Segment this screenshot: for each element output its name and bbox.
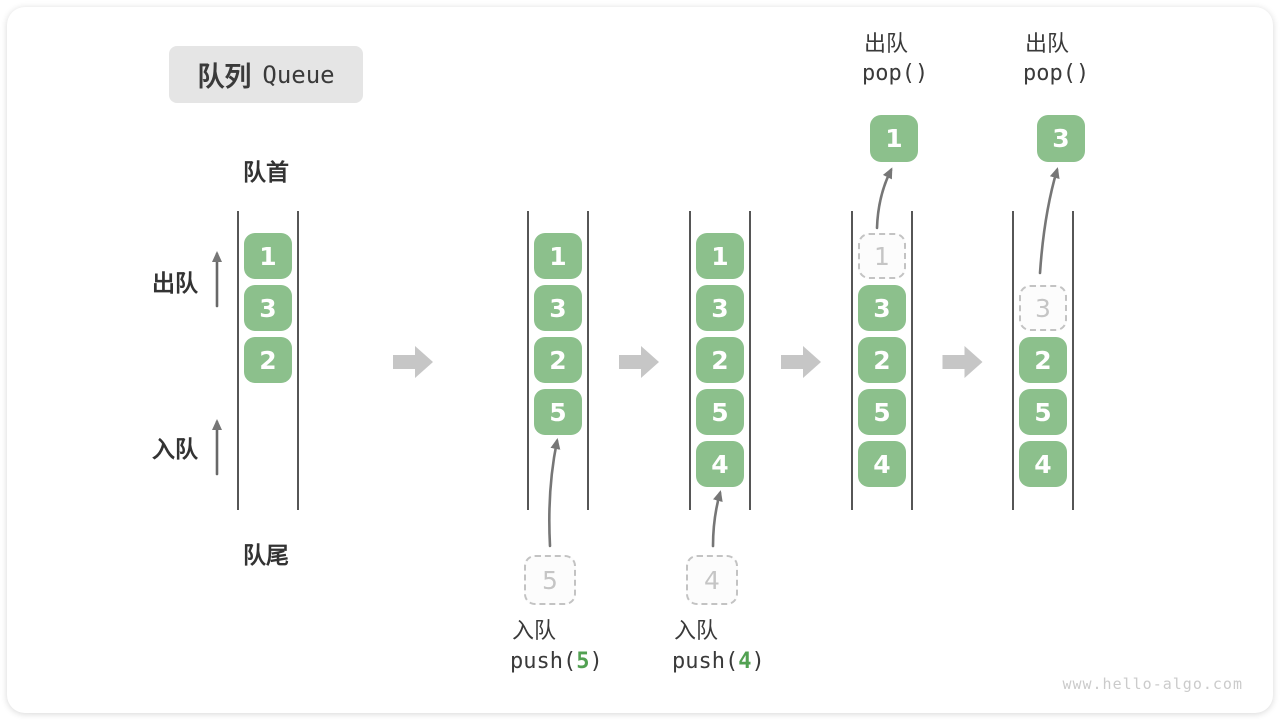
queue-element: 2 <box>696 337 744 383</box>
queue-element: 3 <box>244 285 292 331</box>
queue-element: 2 <box>1019 337 1067 383</box>
code-text: ) <box>751 649 765 674</box>
enqueue-op-label: 入队 <box>674 618 719 643</box>
queue-walls-state-5 <box>1012 211 1074 510</box>
queue-walls-state-1 <box>237 211 299 510</box>
queue-element: 2 <box>534 337 582 383</box>
queue-element: 1 <box>696 233 744 279</box>
queue-element: 4 <box>1019 441 1067 487</box>
queue-element: 2 <box>244 337 292 383</box>
push-code-label: push(5) <box>510 649 603 674</box>
popped-element: 3 <box>1037 115 1085 162</box>
pop-code-label: pop() <box>862 61 929 86</box>
label-queue-rear: 队尾 <box>243 542 289 568</box>
code-text: push( <box>672 649 739 674</box>
figure-card <box>7 7 1273 713</box>
queue-element: 4 <box>696 441 744 487</box>
enqueue-op-label: 入队 <box>512 618 557 643</box>
title-zh: 队列 <box>197 62 252 92</box>
queue-element: 5 <box>1019 389 1067 435</box>
figure-title: 队列 Queue <box>169 46 363 103</box>
code-text: ) <box>589 649 603 674</box>
watermark: www.hello-algo.com <box>1062 675 1243 693</box>
queue-element: 2 <box>858 337 906 383</box>
queue-element: 1 <box>534 233 582 279</box>
dequeue-op-label: 出队 <box>864 31 909 56</box>
push-code-label: push(4) <box>672 649 765 674</box>
dequeued-slot: 3 <box>1019 285 1067 331</box>
queue-walls-state-2 <box>527 211 589 510</box>
queue-element: 4 <box>858 441 906 487</box>
code-arg: 4 <box>738 649 752 674</box>
queue-element: 3 <box>696 285 744 331</box>
dequeued-slot: 1 <box>858 233 906 279</box>
queue-walls-state-3 <box>689 211 751 510</box>
incoming-element: 4 <box>686 555 738 605</box>
code-arg: 5 <box>576 649 590 674</box>
queue-element: 5 <box>534 389 582 435</box>
pop-code-label: pop() <box>1023 61 1090 86</box>
queue-element: 5 <box>696 389 744 435</box>
label-queue-front: 队首 <box>243 159 289 185</box>
code-text: push( <box>510 649 577 674</box>
queue-element: 3 <box>858 285 906 331</box>
title-en: Queue <box>262 60 335 89</box>
label-enqueue-direction: 入队 <box>152 436 198 462</box>
queue-element: 1 <box>244 233 292 279</box>
incoming-element: 5 <box>524 555 576 605</box>
queue-element: 3 <box>534 285 582 331</box>
queue-element: 5 <box>858 389 906 435</box>
dequeue-op-label: 出队 <box>1025 31 1070 56</box>
label-dequeue-direction: 出队 <box>152 270 198 296</box>
queue-walls-state-4 <box>851 211 913 510</box>
popped-element: 1 <box>870 115 918 162</box>
